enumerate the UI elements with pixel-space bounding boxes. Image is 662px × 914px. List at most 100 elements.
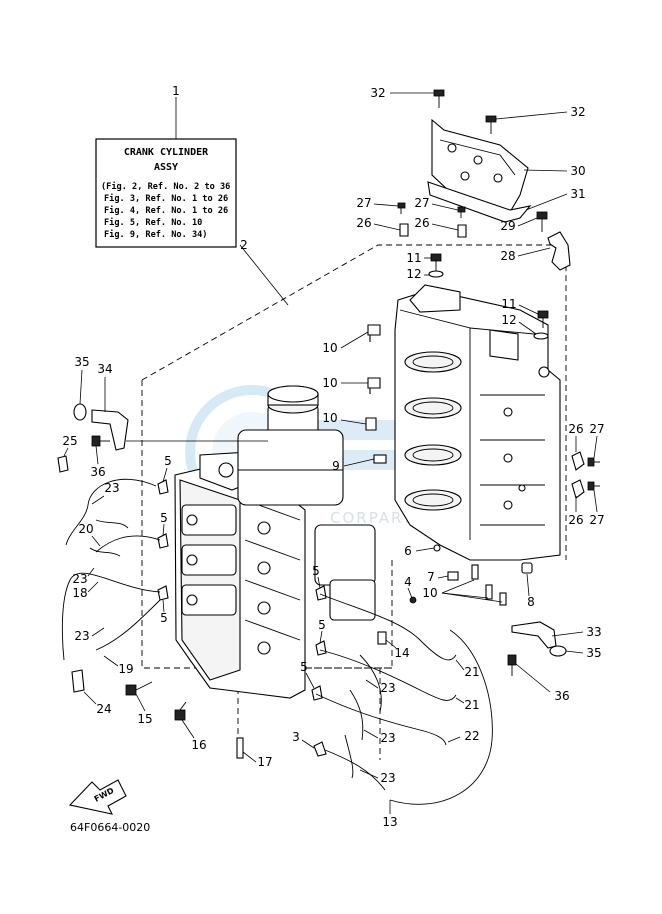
clamp-25 (57, 455, 69, 473)
callout-11: 11 (406, 251, 421, 265)
callout-30: 30 (570, 164, 585, 178)
bolt-36-left (91, 435, 110, 447)
info-box-title: CRANK CYLINDER (124, 147, 209, 158)
callout-27: 27 (589, 422, 604, 436)
callout-27: 27 (414, 196, 429, 210)
bolt-11-upper (430, 253, 442, 272)
fitting-10-a (367, 324, 381, 342)
callout-26: 26 (568, 513, 583, 527)
callout-32: 32 (370, 86, 385, 100)
fwd-arrow: FWD (68, 779, 127, 815)
callout-5: 5 (300, 660, 308, 674)
fitting-10-d3 (499, 592, 507, 606)
callout-12: 12 (406, 267, 421, 281)
cylinder-block (394, 284, 561, 561)
fitting-5-e (315, 640, 327, 656)
stud-17 (236, 737, 244, 759)
screw-27-side-upper (587, 457, 600, 467)
callout-22: 22 (464, 729, 479, 743)
washer-12-lower (533, 332, 549, 340)
info-box-ref-line: (Fig. 2, Ref. No. 2 to 36 (101, 181, 230, 192)
bracket-28 (547, 231, 571, 271)
callout-3: 3 (292, 730, 300, 744)
callout-7: 7 (427, 570, 435, 584)
callout-23: 23 (104, 481, 119, 495)
callout-14: 14 (394, 646, 409, 660)
plug-9 (373, 454, 387, 464)
screw-4 (409, 596, 417, 604)
callout-36: 36 (90, 465, 105, 479)
info-box-ref-line: Fig. 9, Ref. No. 34) (104, 229, 207, 240)
callout-27: 27 (356, 196, 371, 210)
info-box-ref-line: Fig. 3, Ref. No. 1 to 26 (104, 193, 228, 204)
screw-27-left (397, 202, 406, 214)
callout-29: 29 (500, 219, 515, 233)
bolt-36-right (507, 654, 517, 676)
crankcase (174, 451, 306, 699)
callout-24: 24 (96, 702, 111, 716)
callout-35: 35 (74, 355, 89, 369)
callout-31: 31 (570, 187, 585, 201)
diagram-code: 64F0664-0020 (70, 821, 150, 834)
fitting-3 (313, 741, 327, 757)
callout-26: 26 (414, 216, 429, 230)
fitting-5-c (157, 585, 169, 601)
callout-15: 15 (137, 712, 152, 726)
cap-35-right (549, 645, 567, 657)
clip-26-side-lower (571, 479, 585, 499)
callout-1: 1 (172, 84, 180, 98)
callout-10: 10 (322, 376, 337, 390)
callout-36: 36 (554, 689, 569, 703)
callout-26: 26 (356, 216, 371, 230)
fitting-5-d (315, 585, 327, 601)
callout-4: 4 (404, 575, 412, 589)
callout-23: 23 (380, 771, 395, 785)
callout-9: 9 (332, 459, 340, 473)
clamp-24 (71, 669, 85, 693)
info-box-ref-line: Fig. 4, Ref. No. 1 to 26 (104, 205, 228, 216)
fitting-10-c (365, 417, 377, 431)
fitting-10-d1 (471, 564, 479, 580)
info-box-ref-line: Fig. 5, Ref. No. 10 (104, 217, 202, 228)
callout-23: 23 (380, 681, 395, 695)
callout-6: 6 (404, 544, 412, 558)
cylinder-head-cover (427, 118, 532, 223)
clip-26-side-upper (571, 451, 585, 471)
clip-26-right (457, 224, 467, 238)
callout-16: 16 (191, 738, 206, 752)
callout-8: 8 (527, 595, 535, 609)
callout-25: 25 (62, 434, 77, 448)
bracket-33 (511, 621, 557, 649)
callout-5: 5 (160, 611, 168, 625)
callout-10: 10 (422, 586, 437, 600)
callout-21: 21 (464, 665, 479, 679)
bolt-11-lower (537, 310, 549, 328)
callout-34: 34 (97, 362, 112, 376)
cylinder-bores (404, 351, 462, 511)
small-parts (57, 89, 600, 759)
callout-21: 21 (464, 698, 479, 712)
callout-18: 18 (72, 586, 87, 600)
callout-labels: 1 2 3 4 5 5 5 5 5 5 6 7 8 9 10 10 10 10 (62, 84, 604, 829)
callout-27: 27 (589, 513, 604, 527)
callout-10: 10 (322, 411, 337, 425)
callout-5: 5 (318, 618, 326, 632)
callout-11: 11 (501, 297, 516, 311)
dowel-6 (433, 544, 441, 552)
callout-12: 12 (501, 313, 516, 327)
callout-23: 23 (380, 731, 395, 745)
cap-35-left (73, 403, 87, 421)
callout-17: 17 (257, 755, 272, 769)
fitting-10-b (367, 377, 381, 394)
hoses (61, 478, 493, 805)
fitting-10-d2 (485, 584, 493, 600)
callout-23: 23 (74, 629, 89, 643)
callout-5: 5 (312, 564, 320, 578)
callout-23: 23 (72, 572, 87, 586)
callout-28: 28 (500, 249, 515, 263)
clip-26-left (399, 223, 409, 237)
sleeve-14 (377, 631, 387, 645)
fitting-5-f (311, 685, 323, 701)
callout-5: 5 (164, 454, 172, 468)
